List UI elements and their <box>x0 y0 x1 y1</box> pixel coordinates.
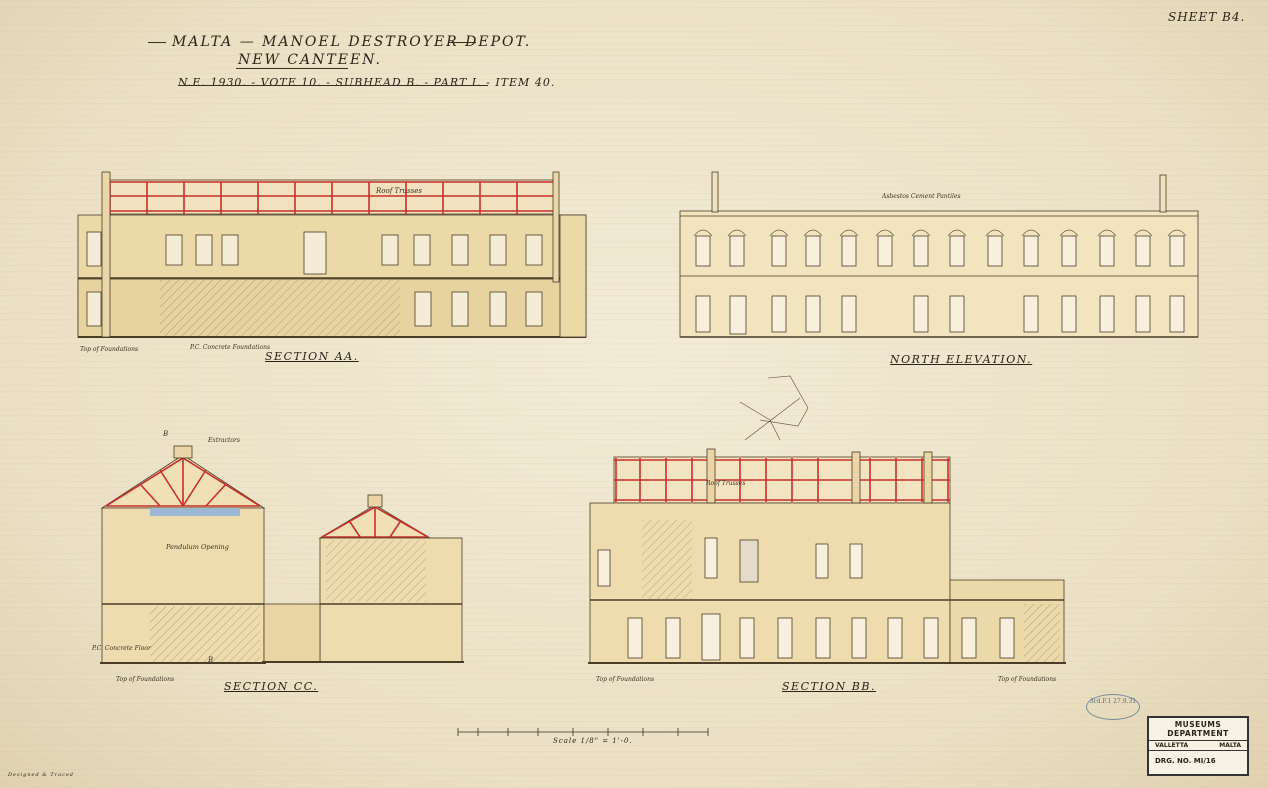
drawn-by-note: Designed & Traced <box>8 772 75 778</box>
concrete-floor-note: P.C. Concrete Floor <box>92 645 151 652</box>
museum-stamp-location: VALLETTA MALTA <box>1149 741 1247 751</box>
pc-foundations-note: P.C. Concrete Foundations <box>190 344 271 351</box>
foundations-note: Top of Foundations <box>80 346 139 353</box>
drawing-number-label: DRG. NO. <box>1155 757 1192 765</box>
title-rule <box>148 42 166 43</box>
section-bb-drawing <box>588 375 1066 664</box>
extractors-note: Extractors <box>208 437 240 444</box>
drawing-number-value: MI/16 <box>1193 757 1216 765</box>
pendulum-opening-note: Pendulum Opening <box>166 543 229 551</box>
section-aa-label: SECTION AA. <box>265 350 359 363</box>
museum-stamp-title: MUSEUMS DEPARTMENT <box>1149 718 1247 741</box>
scale-label: Scale 1/8" = 1'-0. <box>553 737 633 745</box>
bb-roof-trusses-note: Roof Trusses <box>706 480 746 487</box>
section-aa-drawing <box>77 171 587 338</box>
title-line-2: NEW CANTEEN. <box>238 52 382 68</box>
north-elevation-label: NORTH ELEVATION. <box>890 353 1033 366</box>
north-elevation-drawing <box>679 171 1199 338</box>
section-cc-drawing <box>100 445 464 664</box>
roof-trusses-note: Roof Trusses <box>376 187 422 195</box>
stamp-valletta: VALLETTA <box>1155 742 1189 749</box>
museum-stamp: MUSEUMS DEPARTMENT VALLETTA MALTA DRG. N… <box>1147 716 1249 776</box>
section-b-marker: B <box>163 430 169 438</box>
section-cc-label: SECTION CC. <box>224 680 319 693</box>
title-rule <box>448 42 476 43</box>
section-bb-label: SECTION BB. <box>782 680 876 693</box>
section-b-marker-bottom: B <box>208 656 214 664</box>
title-underline <box>178 85 488 86</box>
sheet-number: SHEET B4. <box>1168 10 1246 24</box>
title-line-1: MALTA — MANOEL DESTROYER DEPOT. <box>172 34 532 50</box>
bb-foundations-note-right: Top of Foundations <box>998 676 1057 683</box>
title-underline <box>236 68 348 69</box>
pantiles-note: Asbestos Cement Pantiles <box>882 193 961 200</box>
cc-foundations-note: Top of Foundations <box>116 676 175 683</box>
registry-stamp: 3rd.F.1 27.9.31 <box>1086 694 1140 720</box>
stamp-malta: MALTA <box>1219 742 1241 749</box>
drawing-number: DRG. NO. MI/16 <box>1149 751 1247 771</box>
bb-foundations-note: Top of Foundations <box>596 676 655 683</box>
scale-bar <box>457 728 709 736</box>
